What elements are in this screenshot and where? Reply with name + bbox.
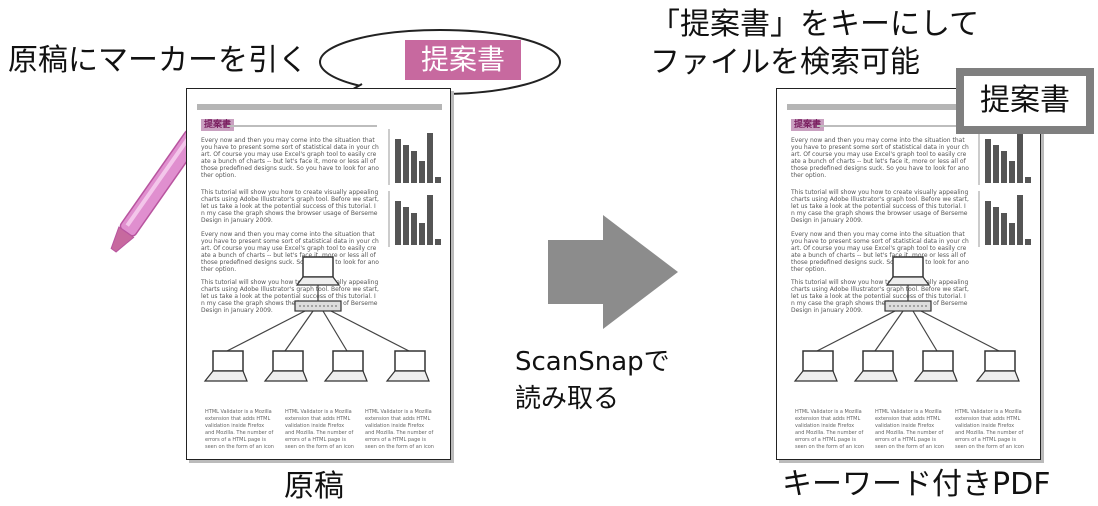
document-paragraph-1: Every now and then you may come into the… [201,137,379,179]
document-bar-chart-2 [388,191,441,247]
right-arrow-icon [548,215,678,329]
document-paragraph-2: This tutorial will show you how to creat… [201,189,379,224]
pdf-caption-1: HTML Validator is a Mozilla extension th… [795,409,864,449]
pdf-network-diagram [793,256,1020,382]
laptop-icon [295,256,341,286]
document-paragraph-3: Every now and then you may come into the… [201,231,379,273]
keyword-box: 提案書 [956,68,1094,134]
document-caption-1: HTML Validator is a Mozilla extension th… [205,409,274,449]
pdf-caption: キーワード付きPDF [782,467,1051,502]
document-tag: 提案書 [201,119,235,131]
pdf-paragraph-3: Every now and then you may come into the… [791,231,969,273]
document-caption-2: HTML Validator is a Mozilla extension th… [285,409,354,449]
pdf-document: 提案書 Every now and then you may come into… [776,88,1041,460]
scan-label-line2: 読み取る [515,384,620,414]
scan-label-line1: ScanSnapで [515,347,670,377]
document-bar-chart-1 [388,129,441,185]
pdf-paragraph-1: Every now and then you may come into the… [791,137,969,179]
pdf-caption-3: HTML Validator is a Mozilla extension th… [955,409,1024,449]
bubble-keyword: 提案書 [405,40,522,80]
pdf-paragraph-4: This tutorial will show you how to creat… [791,279,969,314]
original-caption: 原稿 [284,469,344,504]
network-hub-icon [294,300,342,312]
pdf-document-tag: 提案書 [791,119,825,131]
document-paragraph-4: This tutorial will show you how to creat… [201,279,379,314]
pdf-caption-2: HTML Validator is a Mozilla extension th… [875,409,944,449]
marker-pen-icon [110,129,202,253]
pdf-bar-chart-1 [978,129,1031,185]
original-document: 提案書 Every now and then you may come into… [186,88,451,460]
network-diagram [203,256,430,382]
pdf-bar-chart-2 [978,191,1031,247]
document-caption-3: HTML Validator is a Mozilla extension th… [365,409,434,449]
marker-instruction-label: 原稿にマーカーを引く [8,43,308,78]
pdf-paragraph-2: This tutorial will show you how to creat… [791,189,969,224]
search-heading-line2: ファイルを検索可能 [650,45,920,80]
search-heading-line1: 「提案書」をキーにして [650,7,980,42]
